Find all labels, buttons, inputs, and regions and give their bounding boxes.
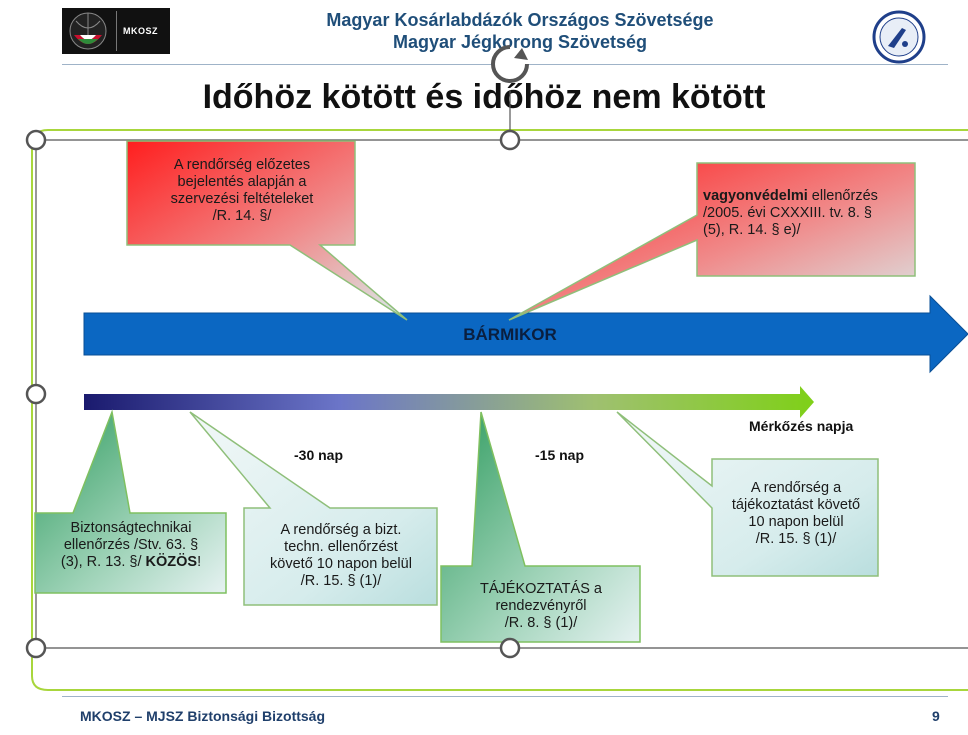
callout-police-info-text: A rendőrség a tájékoztatást követő 10 na… [714,480,878,548]
text-line: /2005. évi CXXXIII. tv. 8. § [703,205,872,221]
resize-handle-bottom [499,637,521,659]
organization-name-1: Magyar Kosárlabdázók Országos Szövetsége [326,10,714,30]
timeline-arrow [84,386,814,418]
callout-police-prior [126,140,408,321]
resize-handle-top-left [25,129,47,151]
logo-divider [116,11,117,51]
text-line: szervezési feltételeket [170,191,314,207]
text-line: /R. 14. §/ [212,208,272,224]
text-line: /R. 15. § (1)/ [755,531,837,547]
text-line: tájékoztatást követő [731,497,861,513]
text-line: TÁJÉKOZTATÁS a [480,581,602,597]
footer-divider [62,696,948,697]
rotate-handle-icon[interactable] [491,45,529,83]
text-line: követő 10 napon belül [270,556,412,572]
text-line: (3), R. 13. §/ KÖZÖS! [37,554,225,571]
resize-handle-bottom-left [25,637,47,659]
text-line: vagyonvédelmi ellenőrzés [703,188,913,205]
logo-text: MKOSZ [123,26,158,36]
minus-30-days-label: -30 nap [294,447,344,463]
text-line: techn. ellenőrzést [284,539,398,555]
barmikor-label: BÁRMIKOR [463,325,557,344]
callout-police-tech-text: A rendőrség a bizt. techn. ellenőrzést k… [246,522,436,590]
callout-security-tech-text: Biztonságtechnikai ellenőrzés /Stv. 63. … [37,520,225,571]
slide-title: Időhöz kötött és időhöz nem kötött [202,78,766,116]
text-line: /R. 15. § (1)/ [300,573,382,589]
resize-handle-left [25,383,47,405]
text-line: rendezvényről [495,598,587,614]
text-line: ellenőrzés /Stv. 63. § [63,537,199,553]
callout-info-event-text: TÁJÉKOZTATÁS a rendezvényről /R. 8. § (1… [443,581,639,632]
text-line: (5), R. 14. § e)/ [703,222,801,238]
footer-committee-name: MKOSZ – MJSZ Biztonsági Bizottság [80,708,326,724]
organization-name-2: Magyar Jégkorong Szövetség [392,32,648,52]
text-line: A rendőrség előzetes [173,157,311,173]
outer-frame [31,129,968,691]
callout-security-tech [34,409,227,594]
text-line: A rendőrség a bizt. [280,522,402,538]
match-day-label: Mérkőzés napja [749,418,854,434]
hockey-federation-logo-icon [872,10,926,64]
page-number: 9 [932,708,940,724]
selection-handles[interactable] [25,129,521,659]
minus-15-days-label: -15 nap [535,447,585,463]
bold-keyword: vagyonvédelmi [703,188,808,204]
callout-asset-protection [508,162,916,321]
text-line: Biztonságtechnikai [70,520,192,536]
basketball-logo-icon [69,12,107,50]
text-span: ! [197,554,202,570]
resize-handle-top [499,129,521,151]
text-line: 10 napon belül [748,514,844,530]
text-line: A rendőrség a [750,480,842,496]
callout-asset-protection-text: vagyonvédelmi ellenőrzés /2005. évi CXXX… [703,188,913,239]
callout-police-info [616,411,879,577]
text-line: bejelentés alapján a [177,174,307,190]
text-line: /R. 8. § (1)/ [504,615,578,631]
bold-keyword: KÖZÖS [145,554,198,570]
callout-police-prior-text: A rendőrség előzetes bejelentés alapján … [132,157,352,225]
mkosz-logo: MKOSZ [62,8,170,54]
callout-info-event [440,411,641,643]
text-span: (3), R. 13. §/ [60,554,146,570]
barmikor-arrow [83,294,968,374]
text-span: ellenőrzés [807,188,878,204]
callout-police-tech [189,411,438,606]
